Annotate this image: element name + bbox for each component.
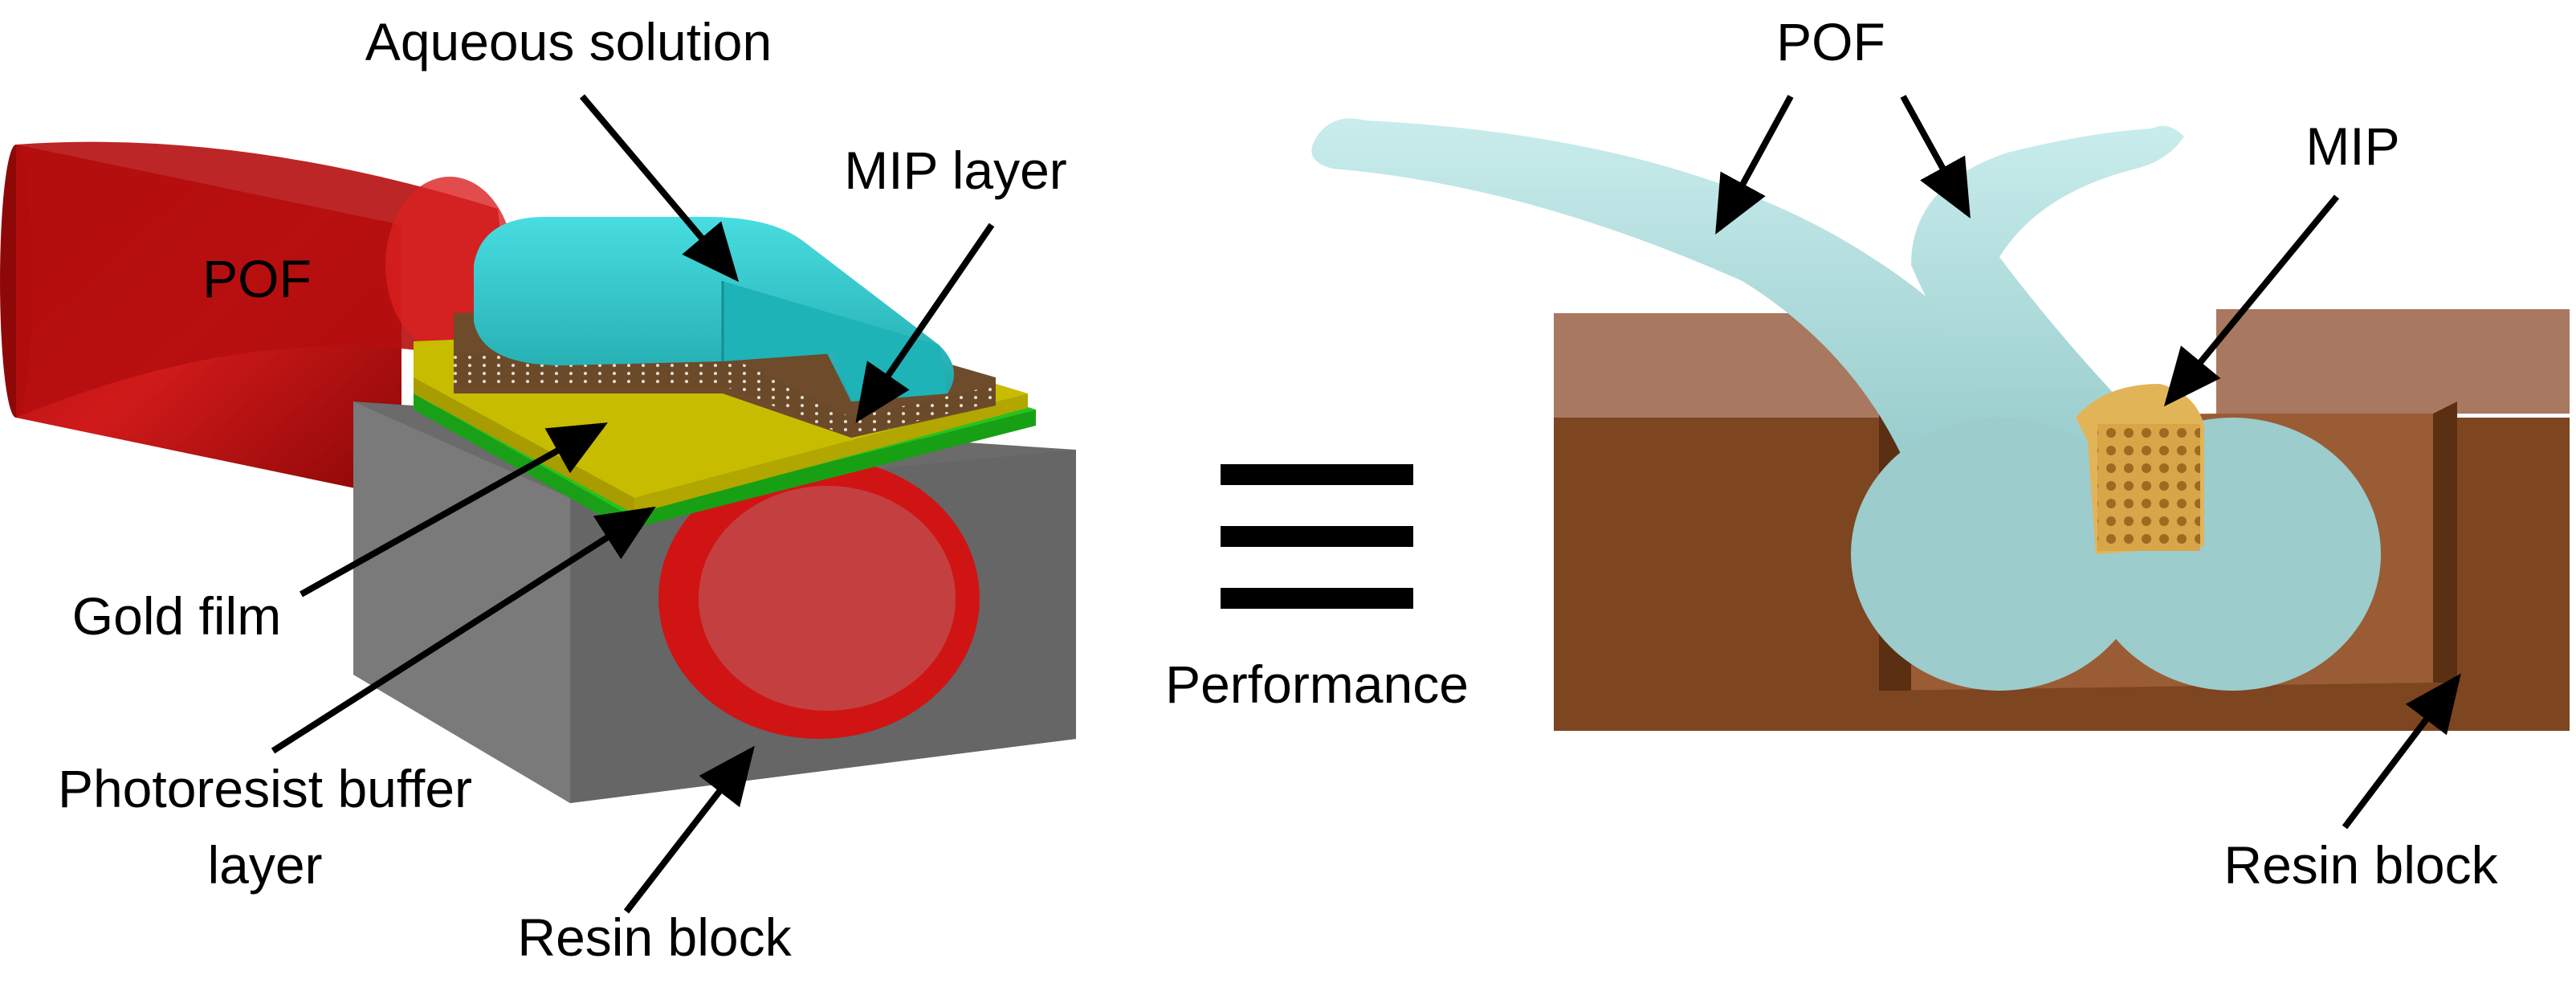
arrow-resin-block-left [623,745,755,914]
resin-block-gray [353,402,1076,803]
right-sensor-illustration: POF MIP Resin block [1311,12,2570,895]
arrow-pof-right-2 [1900,95,1971,219]
label-pof-right: POF [1776,12,1885,71]
label-pof-left: POF [202,249,312,308]
left-sensor-illustration: Aqueous solution MIP layer POF Gold film… [0,12,1076,967]
equivalence-symbol [1221,464,1413,609]
mip-gold-block [2076,384,2204,554]
label-mip-layer: MIP layer [844,141,1067,200]
arrow-mip-layer [855,222,995,423]
arrow-resin-block-right [2342,673,2461,830]
arrow-aqueous-solution [579,94,740,283]
label-aqueous-solution: Aqueous solution [365,12,772,71]
arrow-gold-film [300,422,608,598]
arrow-pof-right-1 [1715,95,1794,235]
fiber-end-left [1851,418,2148,691]
arrow-mip-right [2163,194,2340,407]
label-gold-film: Gold film [72,586,281,646]
pof-fiber-red [0,141,514,498]
label-resin-block-right: Resin block [2223,835,2498,895]
label-photoresist-line2: layer [207,835,322,895]
label-performance: Performance [1165,655,1469,714]
arrow-photoresist [271,506,656,754]
label-photoresist-line1: Photoresist buffer [58,759,472,818]
label-resin-block-left: Resin block [517,907,792,967]
label-mip-right: MIP [2305,116,2399,176]
